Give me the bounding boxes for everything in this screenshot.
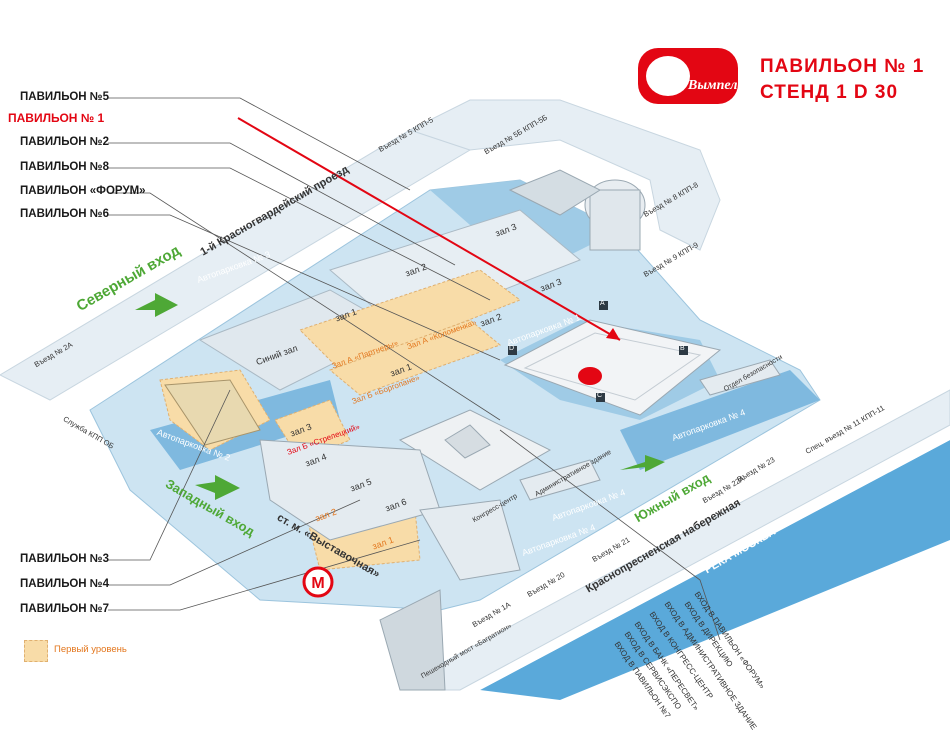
vympel-logo (638, 48, 738, 104)
first-level-zone-a (299, 269, 522, 371)
bagration-bridge (379, 589, 446, 691)
legend-label: Первый уровень (54, 644, 127, 655)
west-entrance-arrow (195, 475, 240, 500)
svg-text:М: М (311, 575, 324, 592)
label-pavilion-6: ПАВИЛЬОН №6 (20, 208, 109, 220)
forum-logo-icon (578, 367, 602, 385)
label-pavilion-2: ПАВИЛЬОН №2 (20, 136, 109, 148)
label-pavilion-8: ПАВИЛЬОН №8 (20, 161, 109, 173)
label-pavilion-5: ПАВИЛЬОН №5 (20, 91, 109, 103)
corner-c: C (597, 392, 603, 399)
legend-swatch (24, 640, 48, 662)
route-line (237, 117, 621, 341)
corner-d: D (509, 345, 515, 352)
pavilion-3 (164, 379, 261, 446)
header-stand: СТЕНД 1 D 30 (760, 82, 899, 103)
header-pavilion: ПАВИЛЬОН № 1 (760, 56, 925, 77)
leader-lines (108, 97, 721, 641)
label-pavilion-3: ПАВИЛЬОН №3 (20, 553, 109, 565)
label-pavilion-forum: ПАВИЛЬОН «ФОРУМ» (20, 185, 146, 197)
pavilion-forum (503, 319, 722, 416)
pavilion-4 (259, 439, 441, 541)
first-level-zone-b (329, 319, 501, 396)
label-pavilion-7: ПАВИЛЬОН №7 (20, 603, 109, 615)
label-pavilion-1: ПАВИЛЬОН № 1 (8, 111, 105, 125)
logo-text: Вымпел (688, 78, 738, 93)
south-entrance-arrow (620, 455, 665, 472)
pavilion-7 (419, 499, 521, 581)
metro-icon (302, 566, 334, 598)
route-arrow-head (606, 328, 620, 340)
east-road (408, 99, 721, 251)
north-entrance-arrow (135, 293, 178, 317)
corner-a: A (600, 300, 605, 307)
label-pavilion-4: ПАВИЛЬОН №4 (20, 578, 109, 590)
forum-corner-markers (508, 301, 688, 402)
expo-map: М (0, 48, 950, 700)
river (480, 440, 950, 700)
corner-b: B (680, 345, 685, 352)
